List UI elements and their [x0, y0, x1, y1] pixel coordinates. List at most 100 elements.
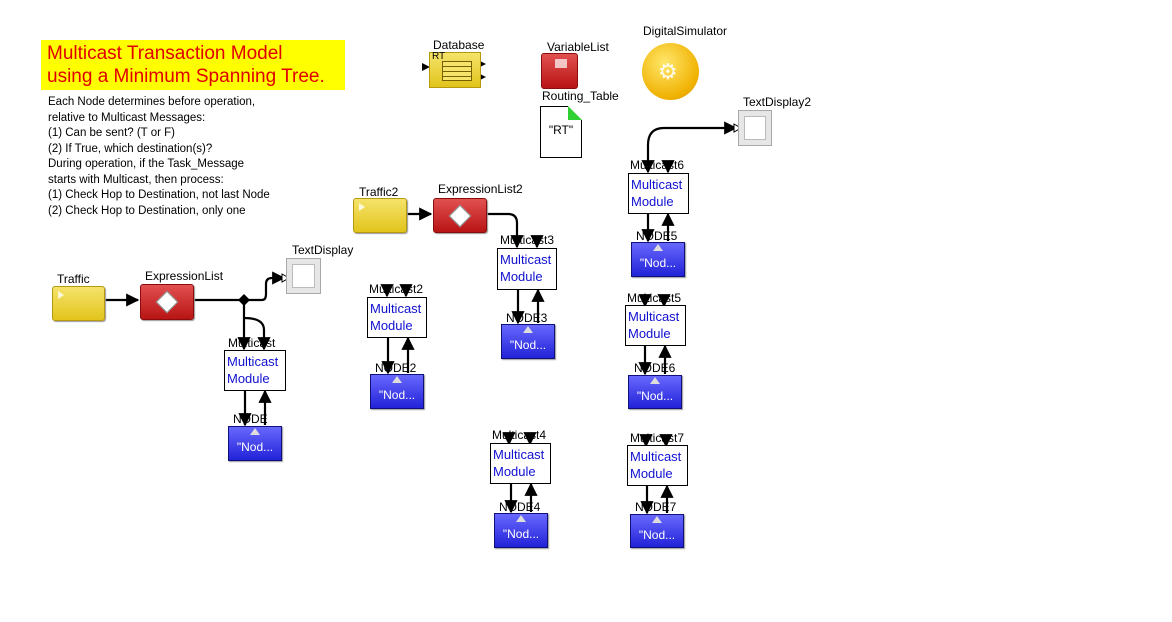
play-icon: [58, 291, 64, 299]
expression-list2-label: ExpressionList2: [438, 182, 523, 196]
node4-label: NODE4: [499, 500, 541, 514]
description-line: (1) Can be sent? (T or F): [48, 127, 175, 139]
node-text: "Nod...: [378, 388, 416, 402]
digital-simulator-block[interactable]: ⚙: [642, 43, 699, 100]
diamond-icon: [448, 204, 472, 227]
text-display2-label: TextDisplay2: [743, 95, 812, 109]
module-text: Multicast: [631, 177, 683, 192]
title-line-1: Multicast Transaction Model: [47, 43, 283, 64]
play-icon: [359, 203, 365, 211]
description-line: Each Node determines before operation,: [48, 96, 256, 108]
text-display2-block[interactable]: [738, 110, 772, 146]
module-text: Module: [630, 466, 673, 481]
page-corner-icon: [568, 106, 582, 120]
description-text: Each Node determines before operation, r…: [48, 95, 270, 219]
module-text: Multicast: [227, 354, 279, 369]
up-triangle-icon: [516, 515, 526, 522]
module-text: Multicast: [370, 301, 422, 316]
traffic2-block[interactable]: [353, 198, 407, 233]
description-line: During operation, if the Task_Message: [48, 158, 245, 170]
node-block[interactable]: "Nod...: [228, 426, 282, 461]
module-text: Module: [631, 194, 674, 209]
gear-icon: ⚙: [658, 59, 678, 84]
node6-block[interactable]: "Nod...: [628, 375, 682, 409]
diamond-icon: [155, 290, 179, 314]
node-label: NODE: [233, 412, 268, 426]
display-screen: [292, 264, 315, 288]
multicast4-label: Multicast4: [492, 428, 547, 442]
multicast5-label: Multicast5: [627, 291, 682, 305]
description-line: starts with Multicast, then process:: [48, 173, 224, 186]
module-text: Module: [628, 326, 671, 341]
wire-junction: [238, 294, 250, 306]
node4-block[interactable]: "Nod...: [494, 513, 548, 548]
module-text: Multicast: [628, 309, 680, 324]
module-text: Module: [493, 464, 536, 479]
traffic-label: Traffic: [57, 272, 90, 286]
node-text: "Nod...: [638, 528, 676, 542]
module-text: Module: [370, 318, 413, 333]
multicast3-module[interactable]: Multicast Module: [497, 248, 557, 290]
multicast-module[interactable]: Multicast Module: [224, 350, 286, 391]
database-label: Database: [433, 38, 485, 52]
multicast3-label: Multicast3: [500, 233, 555, 247]
description-line: relative to Multicast Messages:: [48, 111, 206, 124]
multicast6-module[interactable]: Multicast Module: [628, 173, 689, 214]
multicast2-module[interactable]: Multicast Module: [367, 297, 427, 338]
node3-label: NODE3: [506, 311, 548, 325]
module-text: Module: [227, 371, 270, 386]
module-text: Multicast: [630, 449, 682, 464]
variable-list-block[interactable]: [541, 53, 578, 89]
module-text: Multicast: [493, 447, 545, 462]
description-line: (2) Check Hop to Destination, only one: [48, 204, 246, 217]
node2-block[interactable]: "Nod...: [370, 374, 424, 409]
node-text: "Nod...: [502, 527, 540, 541]
text-display-block[interactable]: [286, 258, 321, 294]
module-text: Multicast: [500, 252, 552, 267]
up-triangle-icon: [392, 376, 402, 383]
traffic2-label: Traffic2: [359, 185, 399, 199]
module-text: Module: [500, 269, 543, 284]
variable-list-label: VariableList: [547, 40, 609, 54]
multicast-label: Multicast: [228, 336, 276, 350]
node2-label: NODE2: [375, 361, 417, 375]
routing-table-text: "RT": [548, 123, 574, 137]
up-triangle-icon: [250, 428, 260, 435]
up-triangle-icon: [650, 377, 660, 384]
diagram-title: Multicast Transaction Model using a Mini…: [41, 40, 345, 90]
multicast4-module[interactable]: Multicast Module: [490, 443, 551, 484]
database-badge: RT: [432, 51, 446, 62]
node5-block[interactable]: "Nod...: [631, 242, 685, 277]
up-triangle-icon: [652, 516, 662, 523]
display-screen: [744, 116, 766, 140]
node6-label: NODE6: [634, 361, 676, 375]
database-block[interactable]: RT: [429, 51, 481, 88]
multicast7-module[interactable]: Multicast Module: [627, 445, 688, 486]
node3-block[interactable]: "Nod...: [501, 324, 555, 359]
node-text: "Nod...: [236, 440, 274, 454]
text-display-label: TextDisplay: [292, 243, 354, 257]
node7-block[interactable]: "Nod...: [630, 514, 684, 548]
up-triangle-icon: [653, 244, 663, 251]
expression-list-label: ExpressionList: [145, 269, 224, 283]
multicast2-label: Multicast2: [369, 282, 424, 296]
wire-to-multicast-b: [243, 316, 271, 351]
routing-table-block[interactable]: "RT": [540, 106, 582, 158]
wire-to-textdisplay: [244, 271, 286, 302]
node-text: "Nod...: [509, 338, 547, 352]
routing-table-label: Routing_Table: [542, 89, 619, 103]
multicast5-module[interactable]: Multicast Module: [625, 305, 686, 346]
up-triangle-icon: [523, 326, 533, 333]
digital-simulator-label: DigitalSimulator: [643, 24, 728, 38]
multicast7-label: Multicast7: [630, 431, 685, 445]
title-line-2: using a Minimum Spanning Tree.: [47, 66, 325, 87]
node5-label: NODE5: [636, 229, 678, 243]
description-line: (1) Check Hop to Destination, not last N…: [48, 189, 270, 201]
node-text: "Nod...: [639, 256, 677, 270]
node-text: "Nod...: [636, 389, 674, 403]
expression-list2-block[interactable]: [433, 198, 487, 233]
expression-list-block[interactable]: [140, 284, 194, 320]
node7-label: NODE7: [635, 500, 677, 514]
multicast6-label: Multicast6: [630, 158, 685, 172]
traffic-block[interactable]: [52, 286, 105, 321]
